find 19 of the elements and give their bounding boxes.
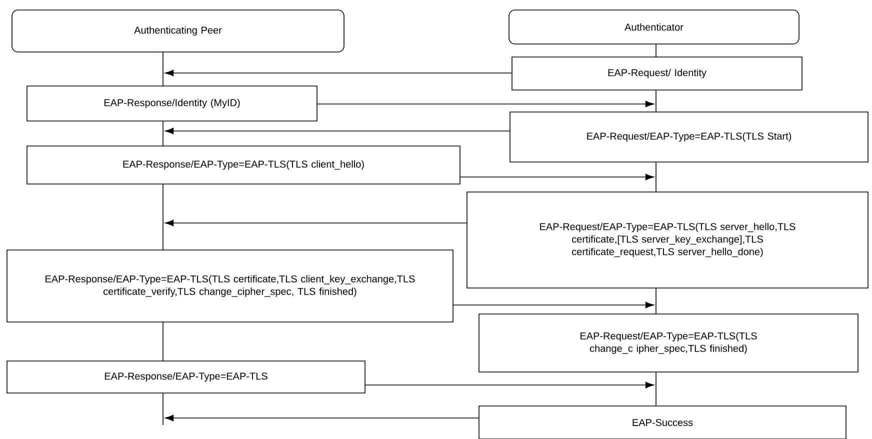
- message-box: EAP-Request/EAP-Type=EAP-TLS(TLS server_hello,TLS certificate,[TLS server_key_exchange],TLS certificate_request,TLS server_hello_done): [466, 192, 868, 288]
- arrow: [164, 70, 512, 76]
- arrow: [164, 414, 479, 422]
- message-box: EAP-Request/ Identity: [512, 56, 802, 90]
- arrow: [317, 100, 654, 108]
- message-box: EAP-Request/EAP-Type=EAP-TLS(TLS Start): [510, 112, 868, 162]
- message-box: EAP-Response/EAP-Type=EAP-TLS(TLS certificate,TLS client_key_exchange,TLS certificate_verify,TLS change_cipher_spec, TLS finished): [6, 250, 454, 322]
- message-box: EAP-Request/EAP-Type=EAP-TLS(TLS change_c ipher_spec,TLS finished): [478, 314, 858, 372]
- arrow: [164, 128, 510, 134]
- participant-box: Authenticating Peer: [12, 10, 344, 52]
- arrow: [164, 220, 467, 226]
- participant-box: Authenticator: [508, 10, 800, 44]
- message-box: EAP-Response/Identity (MyID): [26, 86, 318, 122]
- message-box: EAP-Response/EAP-Type=EAP-TLS(TLS client_hello): [26, 146, 460, 184]
- arrow: [453, 302, 654, 308]
- message-box: EAP-Response/EAP-Type=EAP-TLS: [6, 360, 366, 394]
- arrow: [365, 382, 654, 388]
- message-box: EAP-Success: [478, 406, 846, 439]
- arrow: [460, 174, 654, 180]
